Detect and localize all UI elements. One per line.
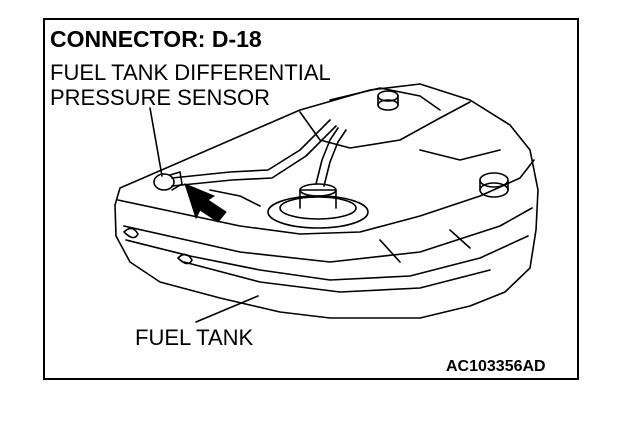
pump-hose	[315, 127, 339, 185]
fuel-tank-label: FUEL TANK	[135, 325, 254, 350]
tank-lower-band	[125, 235, 529, 281]
sensor-label-line1: FUEL TANK DIFFERENTIAL	[50, 60, 331, 85]
sensor-tube	[171, 119, 331, 179]
tank-lug	[177, 253, 193, 265]
diagram-frame	[43, 18, 579, 380]
figure-code: AC103356AD	[446, 358, 546, 375]
tank-hump-2	[329, 87, 441, 111]
connector-title: CONNECTOR: D-18	[50, 26, 262, 52]
pressure-sensor	[153, 173, 175, 191]
pointer-arrow	[184, 183, 227, 223]
sensor-label-line2: PRESSURE SENSOR	[50, 85, 271, 110]
tank-lower-band-2	[183, 261, 491, 293]
tank-hump	[299, 101, 471, 149]
tank-top-edge	[117, 159, 535, 235]
sensor-leader-line	[149, 107, 163, 177]
tank-outline	[114, 83, 539, 319]
tank-leader-line	[195, 295, 259, 323]
tank-lug	[123, 227, 139, 239]
tank-side-edge	[123, 207, 533, 263]
